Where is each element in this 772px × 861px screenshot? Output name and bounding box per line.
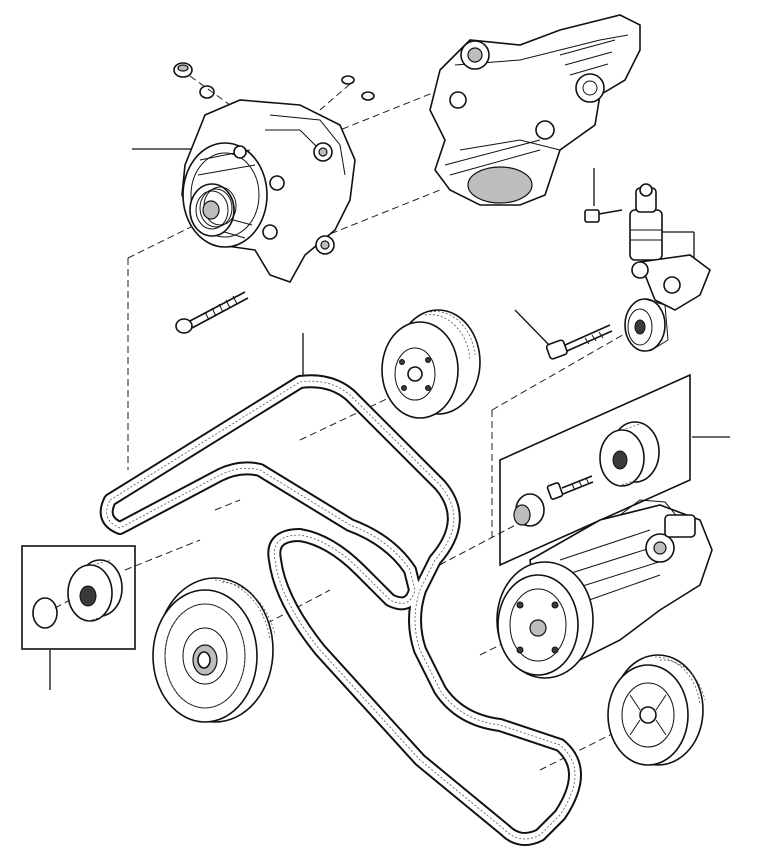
ac-compressor[interactable] [496, 499, 713, 679]
drive-belt[interactable] [99, 374, 582, 846]
leader-lines [49, 148, 730, 690]
belt-tensioner[interactable] [584, 183, 711, 311]
guide-pulley-kit[interactable] [21, 545, 136, 650]
alternator[interactable] [175, 99, 356, 334]
power-steering-pulley[interactable] [607, 654, 706, 766]
tensioner-pulley-bolt[interactable] [545, 298, 669, 360]
idler-pulley-kit[interactable] [499, 373, 691, 567]
water-pump-pulley[interactable] [381, 309, 481, 419]
crankshaft-pulley[interactable] [152, 577, 276, 723]
engine-bracket[interactable] [429, 14, 641, 206]
fastener-nuts[interactable] [173, 62, 375, 111]
